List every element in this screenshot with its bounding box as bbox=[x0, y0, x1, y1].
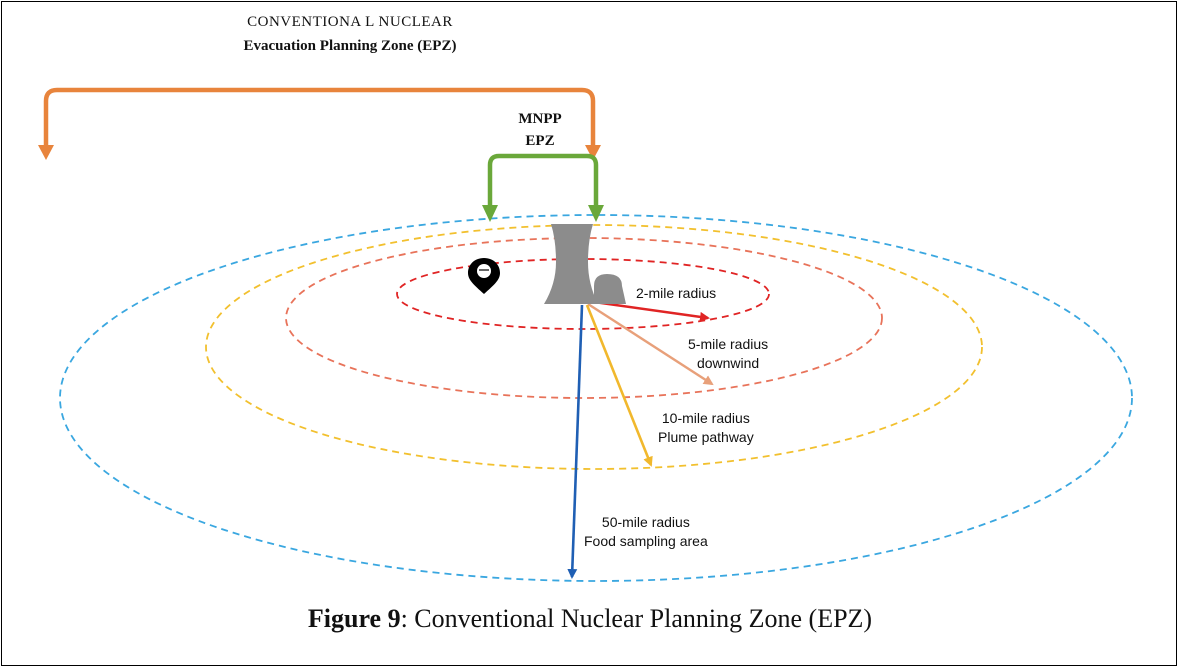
arrow-5-mile bbox=[587, 302, 714, 386]
ring-10-mile bbox=[205, 224, 983, 470]
arrow-50-mile bbox=[567, 304, 584, 579]
nuclear-plant-icon bbox=[544, 224, 626, 304]
zone-50-mile-line2: Food sampling area bbox=[584, 533, 708, 549]
location-pin-icon bbox=[468, 258, 500, 294]
zone-10-mile-line1: 10-mile radius bbox=[661, 410, 750, 426]
arrow-2-mile bbox=[593, 300, 710, 322]
zone-2-mile-label: 2-mile radius bbox=[636, 284, 716, 303]
arrow-10-mile bbox=[585, 304, 653, 467]
zone-10-mile-line2: Plume pathway bbox=[658, 429, 754, 445]
ring-2-mile bbox=[396, 258, 770, 330]
conventional-epz-bracket bbox=[43, 87, 596, 150]
mnpp-right-arrowhead bbox=[588, 205, 604, 222]
zone-50-mile-line1: 50-mile radius bbox=[601, 514, 690, 530]
figure-caption: Figure 9: Conventional Nuclear Planning … bbox=[0, 604, 1180, 634]
zone-5-mile-label: 5-mile radius downwind bbox=[688, 335, 768, 373]
conventional-left-arrowhead bbox=[38, 145, 54, 160]
mnpp-label: MNPP bbox=[518, 111, 562, 127]
zone-50-mile-label: 50-mile radius Food sampling area bbox=[584, 513, 708, 551]
conventional-epz-subtitle: Evacuation Planning Zone (EPZ) bbox=[243, 38, 457, 54]
zone-10-mile-label: 10-mile radius Plume pathway bbox=[658, 409, 754, 447]
conventional-right-arrowhead bbox=[585, 145, 601, 160]
mnpp-left-arrowhead bbox=[482, 205, 498, 222]
figure-number: Figure 9 bbox=[307, 604, 401, 633]
mnpp-epz-bracket bbox=[487, 153, 599, 210]
zone-5-mile-line2: downwind bbox=[696, 355, 760, 371]
zone-5-mile-line1: 5-mile radius bbox=[688, 336, 769, 352]
ring-50-mile bbox=[59, 214, 1133, 582]
zone-2-mile-line1: 2-mile radius bbox=[636, 285, 717, 301]
figure-caption-text: : Conventional Nuclear Planning Zone (EP… bbox=[400, 604, 873, 633]
conventional-epz-title: CONVENTIONA L NUCLEAR bbox=[247, 14, 453, 30]
mnpp-epz-label: EPZ bbox=[525, 133, 555, 149]
